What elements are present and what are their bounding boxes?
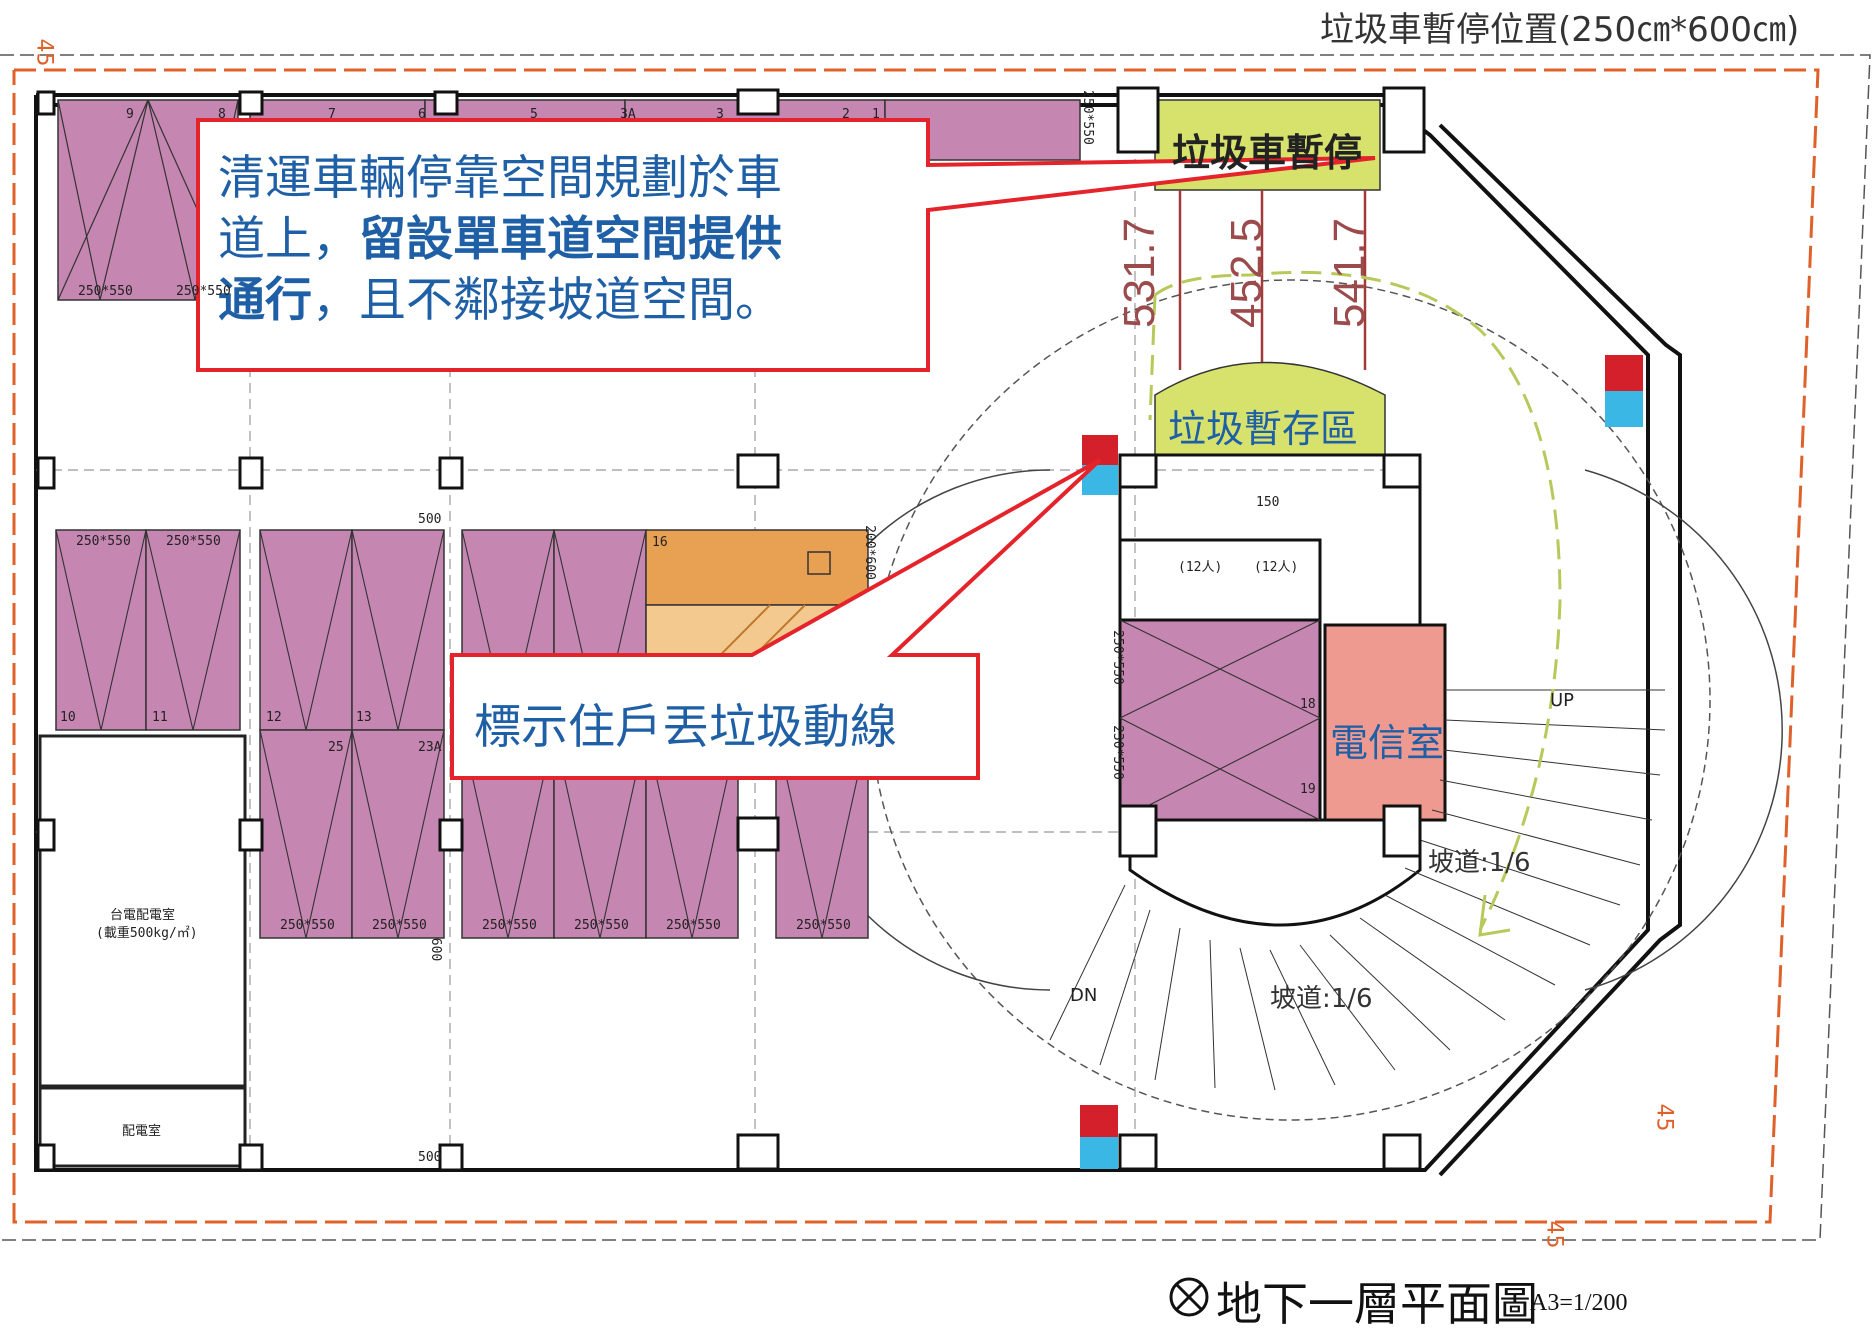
slot-size-label: 250*550 bbox=[78, 284, 133, 299]
dim-600: 600 bbox=[428, 937, 444, 962]
slot-size-label: 250*550 bbox=[280, 918, 335, 933]
callout-1-shape bbox=[196, 118, 1376, 372]
slot-number: 13 bbox=[356, 710, 372, 725]
slot-number: 2 bbox=[842, 107, 850, 122]
storage-zone-label: 垃圾暫存區 bbox=[1168, 407, 1359, 451]
setback-line bbox=[0, 54, 1871, 1241]
property-boundary bbox=[12, 68, 1820, 1224]
up-label: UP bbox=[1550, 690, 1575, 711]
core-structure bbox=[1118, 453, 1447, 927]
slot-size-side: 200*600 bbox=[861, 525, 877, 580]
dim-150: 150 bbox=[1256, 495, 1280, 510]
dim-500-b: 500 bbox=[418, 1150, 442, 1165]
dimension-1: 531.7 bbox=[1115, 217, 1164, 328]
slot-number: 9 bbox=[126, 107, 134, 122]
power-room bbox=[38, 734, 247, 1168]
ramp-label-1: 坡道:1/6 bbox=[1428, 848, 1531, 878]
dn-label: DN bbox=[1070, 985, 1098, 1006]
power-room-label: 台電配電室 bbox=[110, 908, 176, 923]
core-diagonals bbox=[1119, 619, 1321, 821]
scale-label: A3=1/200 bbox=[1530, 1290, 1628, 1316]
storage-zone bbox=[1154, 361, 1386, 456]
callout-1-line3: 通行，且不鄰接坡道空間。 bbox=[218, 270, 918, 331]
slot-number: 16 bbox=[652, 535, 668, 550]
dim-45-right: 45 bbox=[1651, 1103, 1677, 1132]
elevator-2-label: (12人) bbox=[1254, 560, 1299, 575]
distribution-room-label: 配電室 bbox=[122, 1124, 162, 1139]
slot-size-label: 250*550 bbox=[796, 918, 851, 933]
slot-size-top: 250*550 bbox=[1079, 90, 1095, 145]
callout-1-line2-bold: 留設單車道空間提供 bbox=[359, 212, 782, 267]
truck-zone-label: 垃圾車暫停 bbox=[1172, 131, 1363, 175]
dim-250-550-v: 250*550 bbox=[1109, 630, 1125, 685]
power-room-sublabel: (載重500kg/㎡) bbox=[96, 926, 198, 941]
ramp-label-2: 坡道:1/6 bbox=[1270, 984, 1373, 1014]
callout-1-line1: 清運車輛停靠空間規劃於車 bbox=[218, 151, 782, 206]
slot-number: 23A bbox=[418, 740, 442, 755]
slot-number: 8 bbox=[218, 107, 226, 122]
dim-500-a: 500 bbox=[418, 512, 442, 527]
columns bbox=[36, 86, 1426, 1172]
dim-45-left: 45 bbox=[31, 38, 57, 67]
callout-2-shape bbox=[450, 458, 1102, 780]
callout-2-text: 標示住戶丟垃圾動線 bbox=[474, 700, 897, 755]
slot-number: 5 bbox=[530, 107, 538, 122]
slot-size-label: 250*550 bbox=[166, 534, 221, 549]
elevator-1-label: (12人) bbox=[1178, 560, 1223, 575]
slot-number: 10 bbox=[60, 710, 76, 725]
plan-title: 地下一層平面圖 bbox=[1216, 1277, 1538, 1331]
dim-45-bottom: 45 bbox=[1541, 1220, 1567, 1249]
slot-size-label: 250*550 bbox=[482, 918, 537, 933]
slot-size-mid: 250*550 bbox=[176, 284, 231, 299]
slot-size-label: 250*550 bbox=[574, 918, 629, 933]
callout-1-line3-normal: ，且不鄰接坡道空間。 bbox=[312, 273, 782, 328]
callout-1-line3-bold: 通行 bbox=[218, 273, 312, 328]
slot-size-label: 250*550 bbox=[372, 918, 427, 933]
slot-number: 18 bbox=[1300, 697, 1316, 712]
telecom-label: 電信室 bbox=[1330, 721, 1445, 765]
dimension-3: 541.7 bbox=[1325, 217, 1374, 328]
slot-number: 25 bbox=[328, 740, 344, 755]
slot-number: 6 bbox=[418, 107, 426, 122]
truck-route bbox=[1148, 270, 1562, 937]
slot-number: 12 bbox=[266, 710, 282, 725]
ramp-treads bbox=[1049, 689, 1666, 1091]
dim-230-550-v: 230*550 bbox=[1109, 725, 1125, 780]
slot-number: 3 bbox=[716, 107, 724, 122]
parking-mid-diagonals bbox=[55, 529, 869, 939]
slot-number: 11 bbox=[152, 710, 168, 725]
callout-1-line2: 道上，留設單車道空間提供 bbox=[218, 209, 918, 270]
slot-size-label: 250*550 bbox=[666, 918, 721, 933]
dimension-2: 452.5 bbox=[1222, 217, 1271, 328]
slot-size-label: 250*550 bbox=[76, 534, 131, 549]
callout-1-text: 清運車輛停靠空間規劃於車 道上，留設單車道空間提供 通行，且不鄰接坡道空間。 bbox=[218, 148, 918, 331]
slot-number: 3A bbox=[620, 107, 636, 122]
callout-1-line2-normal: 道上， bbox=[218, 212, 359, 267]
top-note: 垃圾車暫停位置(250㎝*600㎝) bbox=[1320, 10, 1800, 50]
slot-number: 7 bbox=[328, 107, 336, 122]
north-symbol bbox=[1169, 1277, 1209, 1317]
slot-number: 19 bbox=[1300, 782, 1316, 797]
slot-number: 1 bbox=[872, 107, 880, 122]
